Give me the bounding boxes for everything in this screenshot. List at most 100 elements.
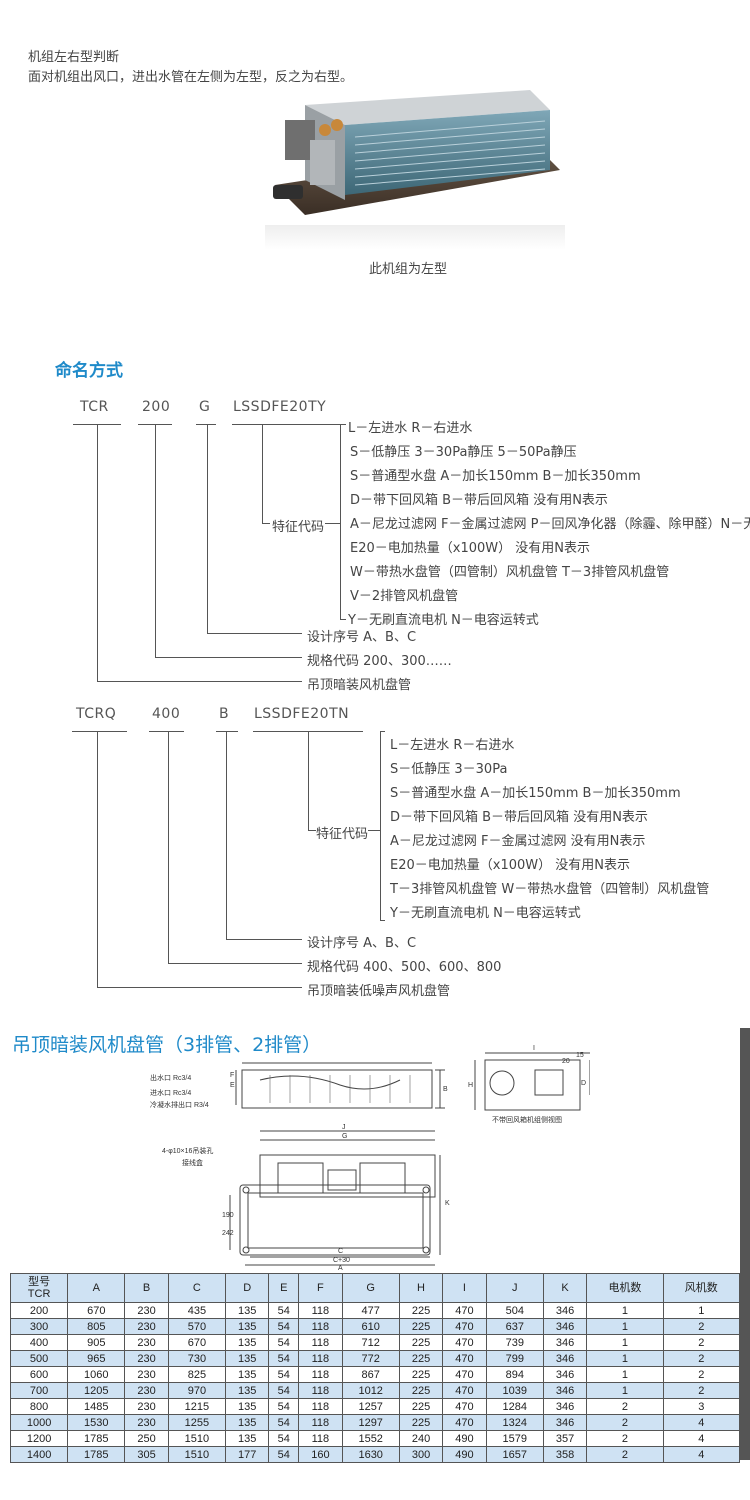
table-cell: 225: [398, 1318, 444, 1335]
table-cell: 1579: [485, 1430, 544, 1447]
right-edge-bar: [740, 1028, 750, 1460]
table-cell: 1200: [9, 1430, 69, 1447]
outlet-label: 出水口 Rc3/4: [150, 1073, 191, 1082]
table-cell: 610: [341, 1318, 400, 1335]
table-cell: 800: [9, 1398, 69, 1415]
table-cell: 1297: [341, 1414, 400, 1431]
table-cell: 54: [268, 1382, 300, 1399]
table-cell: 135: [224, 1366, 270, 1383]
table-header: E: [268, 1273, 300, 1303]
feature-line: Y－无刷直流电机 N－电容运转式: [348, 613, 539, 628]
table-cell: 118: [298, 1414, 343, 1431]
table-cell: 230: [124, 1366, 169, 1383]
table-header: I: [442, 1273, 487, 1303]
dim-20: 20: [562, 1058, 570, 1065]
table-cell: 1785: [67, 1430, 126, 1447]
table-cell: 2: [662, 1382, 741, 1399]
table-cell: 500: [9, 1350, 69, 1367]
table-cell: 225: [398, 1382, 444, 1399]
table-cell: 54: [268, 1446, 300, 1463]
table-cell: 225: [398, 1302, 444, 1319]
table-cell: 230: [124, 1318, 169, 1335]
dim-C30: C+30: [333, 1257, 350, 1264]
table-cell: 2: [586, 1398, 664, 1415]
table-cell: 905: [67, 1334, 126, 1351]
table-cell: 346: [542, 1318, 588, 1335]
table-cell: 135: [224, 1430, 270, 1447]
table-cell: 230: [124, 1334, 169, 1351]
dim-B: B: [443, 1086, 448, 1093]
table-cell: 230: [124, 1382, 169, 1399]
table-cell: 1510: [167, 1446, 227, 1463]
table-cell: 470: [442, 1398, 487, 1415]
spec-code: 规格代码 400、500、600、800: [307, 960, 502, 975]
code-features: LSSDFE20TN: [254, 706, 350, 722]
table-cell: 118: [298, 1350, 343, 1367]
table-cell: 739: [485, 1334, 544, 1351]
dim-15: 15: [576, 1052, 584, 1059]
table-cell: 799: [485, 1350, 544, 1367]
feature-line: S－低静压 3－30Pa静压 5－50Pa静压: [350, 445, 577, 460]
code-design: B: [219, 706, 230, 722]
table-cell: 1039: [485, 1382, 544, 1399]
table-cell: 1012: [341, 1382, 400, 1399]
table-cell: 54: [268, 1334, 300, 1351]
table-cell: 1: [586, 1318, 664, 1335]
intro-title: 机组左右型判断: [28, 50, 120, 65]
code-features: LSSDFE20TY: [233, 399, 327, 415]
table-cell: 825: [167, 1366, 227, 1383]
dim-H: H: [468, 1082, 473, 1089]
feature-label: 特征代码: [272, 520, 325, 535]
dim-J: J: [342, 1124, 346, 1131]
table-cell: 225: [398, 1350, 444, 1367]
table-cell: 54: [268, 1398, 300, 1415]
feature-line: D－带下回风箱 B－带后回风箱 没有用N表示: [390, 810, 648, 825]
table-cell: 118: [298, 1430, 343, 1447]
table-cell: 2: [662, 1350, 741, 1367]
table-cell: 1: [662, 1302, 741, 1319]
table-cell: 867: [341, 1366, 400, 1383]
feature-line: W－带热水盘管（四管制）风机盘管 T－3排管风机盘管: [350, 565, 670, 580]
table-cell: 1257: [341, 1398, 400, 1415]
table-header: 电机数: [586, 1273, 664, 1303]
table-cell: 600: [9, 1366, 69, 1383]
table-cell: 1530: [67, 1414, 126, 1431]
dim-E: E: [230, 1082, 235, 1089]
table-cell: 470: [442, 1350, 487, 1367]
dim-A: A: [338, 1265, 343, 1270]
drain-label: 冷凝水排出口 R3/4: [150, 1100, 209, 1109]
fan-coil-unit-photo: [265, 90, 565, 250]
table-cell: 230: [124, 1398, 169, 1415]
table-cell: 1785: [67, 1446, 126, 1463]
table-cell: 358: [542, 1446, 588, 1463]
feature-line: A－尼龙过滤网 F－金属过滤网 P－回风净化器（除霾、除甲醛）N－无: [350, 517, 750, 532]
table-header: H: [398, 1273, 444, 1303]
table-cell: 490: [442, 1446, 487, 1463]
junction-label: 接线盒: [182, 1158, 203, 1167]
table-cell: 346: [542, 1414, 588, 1431]
table-cell: 1: [586, 1350, 664, 1367]
table-cell: 118: [298, 1302, 343, 1319]
table-cell: 730: [167, 1350, 227, 1367]
table-cell: 135: [224, 1334, 270, 1351]
table-cell: 2: [586, 1430, 664, 1447]
table-header: G: [341, 1273, 400, 1303]
table-cell: 54: [268, 1318, 300, 1335]
table-cell: 970: [167, 1382, 227, 1399]
table-cell: 712: [341, 1334, 400, 1351]
table-cell: 1657: [485, 1446, 544, 1463]
table-cell: 470: [442, 1334, 487, 1351]
table-cell: 346: [542, 1334, 588, 1351]
table-cell: 200: [9, 1302, 69, 1319]
dimension-drawing: 出水口 Rc3/4 进水口 Rc3/4 冷凝水排出口 R3/4 F E B I …: [150, 1045, 590, 1270]
table-cell: 230: [124, 1302, 169, 1319]
feature-label: 特征代码: [316, 827, 369, 842]
table-cell: 2: [586, 1446, 664, 1463]
